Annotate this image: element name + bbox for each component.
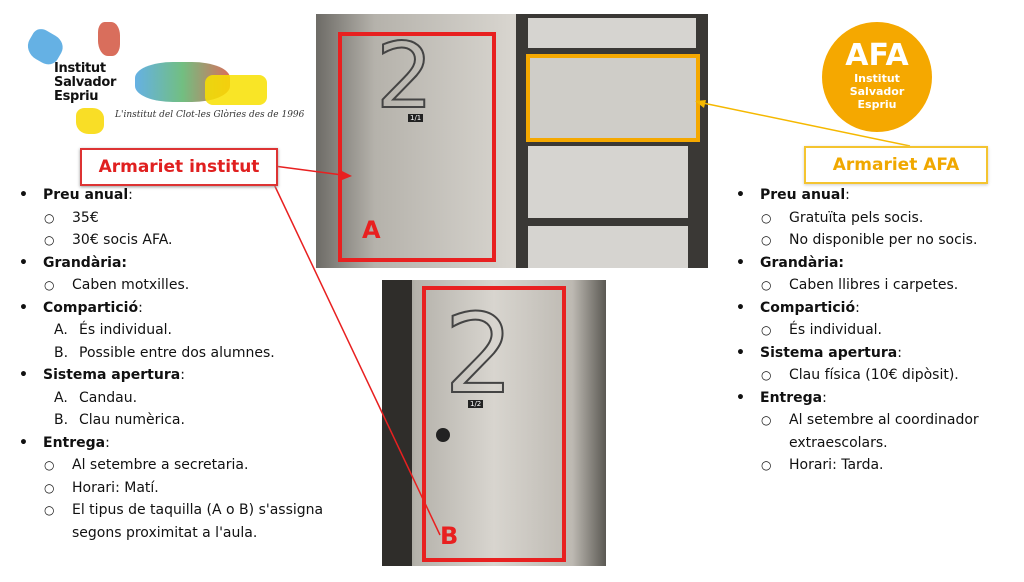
logo-line: Espriu [54, 89, 99, 104]
door-tag: 1/1 [408, 114, 424, 122]
afa-info-list: Preu anual: ○Gratuïta pels socis. ○No di… [733, 184, 1023, 477]
heading-sistema: Sistema apertura [43, 367, 181, 383]
list-item: Al setembre a secretaria. [72, 457, 249, 473]
door-tag: 1/2 [468, 400, 484, 408]
list-item: extraescolars. [789, 434, 888, 451]
afa-logo-title: AFA [845, 38, 909, 73]
list-item: Clau física (10€ dipòsit). [789, 367, 959, 383]
list-item: Clau numèrica. [79, 412, 185, 428]
list-item: Caben motxilles. [72, 277, 190, 293]
heading-comparticio: Compartició [43, 299, 139, 316]
list-item: És individual. [789, 322, 882, 338]
door-letter-a: A [362, 216, 381, 244]
list-item: Horari: Matí. [72, 479, 159, 496]
list-item: 35€ [72, 209, 99, 226]
afa-logo-line: Salvador [849, 85, 905, 98]
door-number: 2 [443, 289, 515, 419]
list-item: Horari: Tarda. [789, 457, 884, 473]
logo-line: Salvador [54, 75, 117, 90]
heading-preu: Preu anual [760, 187, 846, 203]
heading-entrega: Entrega [43, 434, 106, 451]
list-item: segons proximitat a l'aula. [72, 524, 258, 541]
list-item: 30€ socis AFA. [72, 232, 173, 248]
door-number: 2 [375, 23, 434, 130]
heading-grandaria: Grandària: [43, 254, 128, 271]
label-armariet-institut: Armariet institut [80, 148, 278, 186]
door-letter-b: B [440, 522, 459, 550]
list-item: No disponible per no socis. [789, 232, 978, 248]
locker-photo-b: 2 1/2 B [382, 280, 606, 566]
heading-comparticio: Compartició [760, 299, 856, 316]
afa-logo-line: Espriu [857, 98, 897, 111]
heading-entrega: Entrega [760, 389, 823, 406]
logo-line: Institut [54, 61, 106, 76]
list-item: Possible entre dos alumnes. [79, 344, 275, 361]
list-item: Caben llibres i carpetes. [789, 277, 959, 293]
afa-logo-line: Institut [854, 72, 900, 85]
door-b-highlight [422, 286, 566, 562]
logo-tagline: L'institut del Clot-les Glòries des de 1… [115, 110, 305, 120]
heading-grandaria: Grandària: [760, 254, 845, 271]
afa-locker-highlight [526, 54, 700, 142]
institut-info-list: Preu anual: ○35€ ○30€ socis AFA. Grandàr… [16, 184, 386, 544]
afa-logo: AFA Institut Salvador Espriu [822, 22, 932, 132]
locker-photo-a: 2 1/1 A [316, 14, 708, 268]
list-item: Candau. [79, 389, 138, 406]
list-item: És individual. [79, 322, 172, 338]
heading-sistema: Sistema apertura [760, 344, 898, 361]
door-a-highlight [338, 32, 496, 262]
heading-preu: Preu anual [43, 187, 129, 203]
label-armariet-afa: Armariet AFA [804, 146, 988, 184]
list-item: Al setembre al coordinador [789, 412, 979, 428]
list-item: El tipus de taquilla (A o B) s'assigna [72, 502, 324, 518]
list-item: Gratuïta pels socis. [789, 209, 924, 226]
combination-lock-icon [436, 428, 450, 442]
